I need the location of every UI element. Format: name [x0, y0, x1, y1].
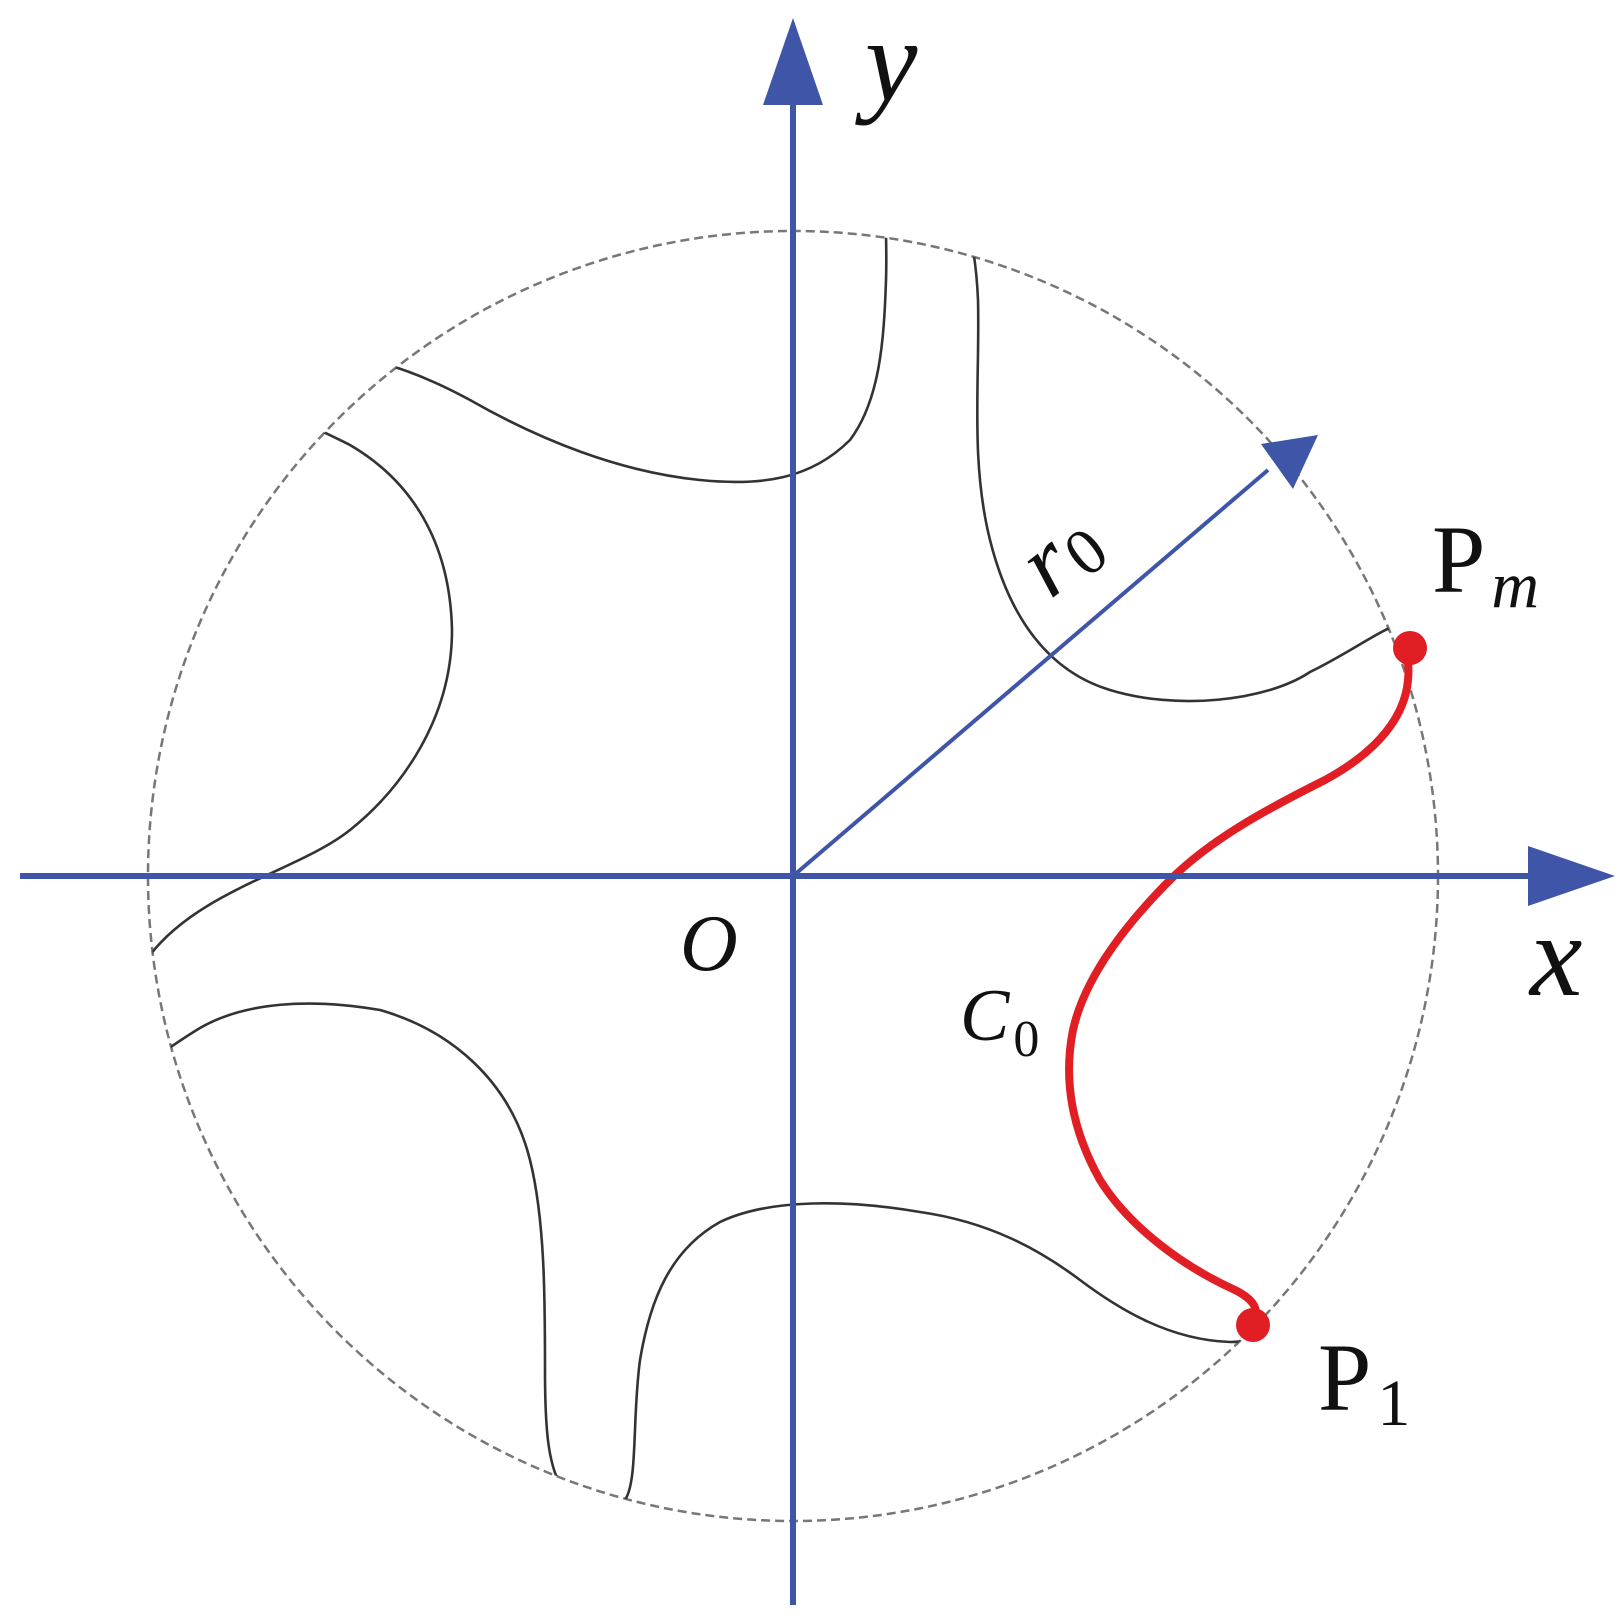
point-pm-marker: [1393, 631, 1427, 665]
radius-vector-r0: [791, 435, 1318, 878]
curve-c0-label-main: C: [960, 975, 1011, 1057]
rotor-profile-outline: [148, 231, 1393, 1511]
point-pm-label: Pm: [1432, 506, 1539, 622]
origin-label: O: [680, 900, 738, 988]
point-p1-label-subscript: 1: [1377, 1367, 1410, 1440]
radius-arrowhead: [1261, 435, 1318, 489]
point-pm-label-main: P: [1432, 506, 1485, 613]
x-axis-label: x: [1528, 890, 1582, 1021]
x-axis: [20, 846, 1615, 906]
curve-c0-label: C0: [960, 975, 1039, 1068]
x-axis-arrowhead: [1528, 846, 1615, 906]
point-pm-label-subscript: m: [1491, 549, 1539, 622]
point-p1-marker: [1236, 1308, 1270, 1342]
y-axis: [763, 18, 823, 1605]
radius-label: r0: [997, 486, 1121, 616]
y-axis-label: y: [855, 0, 918, 126]
point-p1-label-main: P: [1318, 1324, 1371, 1431]
curve-c0: [1065, 641, 1413, 1329]
y-axis-arrowhead: [763, 18, 823, 105]
curve-c0-label-subscript: 0: [1013, 1011, 1039, 1068]
point-p1-label: P1: [1318, 1324, 1410, 1440]
